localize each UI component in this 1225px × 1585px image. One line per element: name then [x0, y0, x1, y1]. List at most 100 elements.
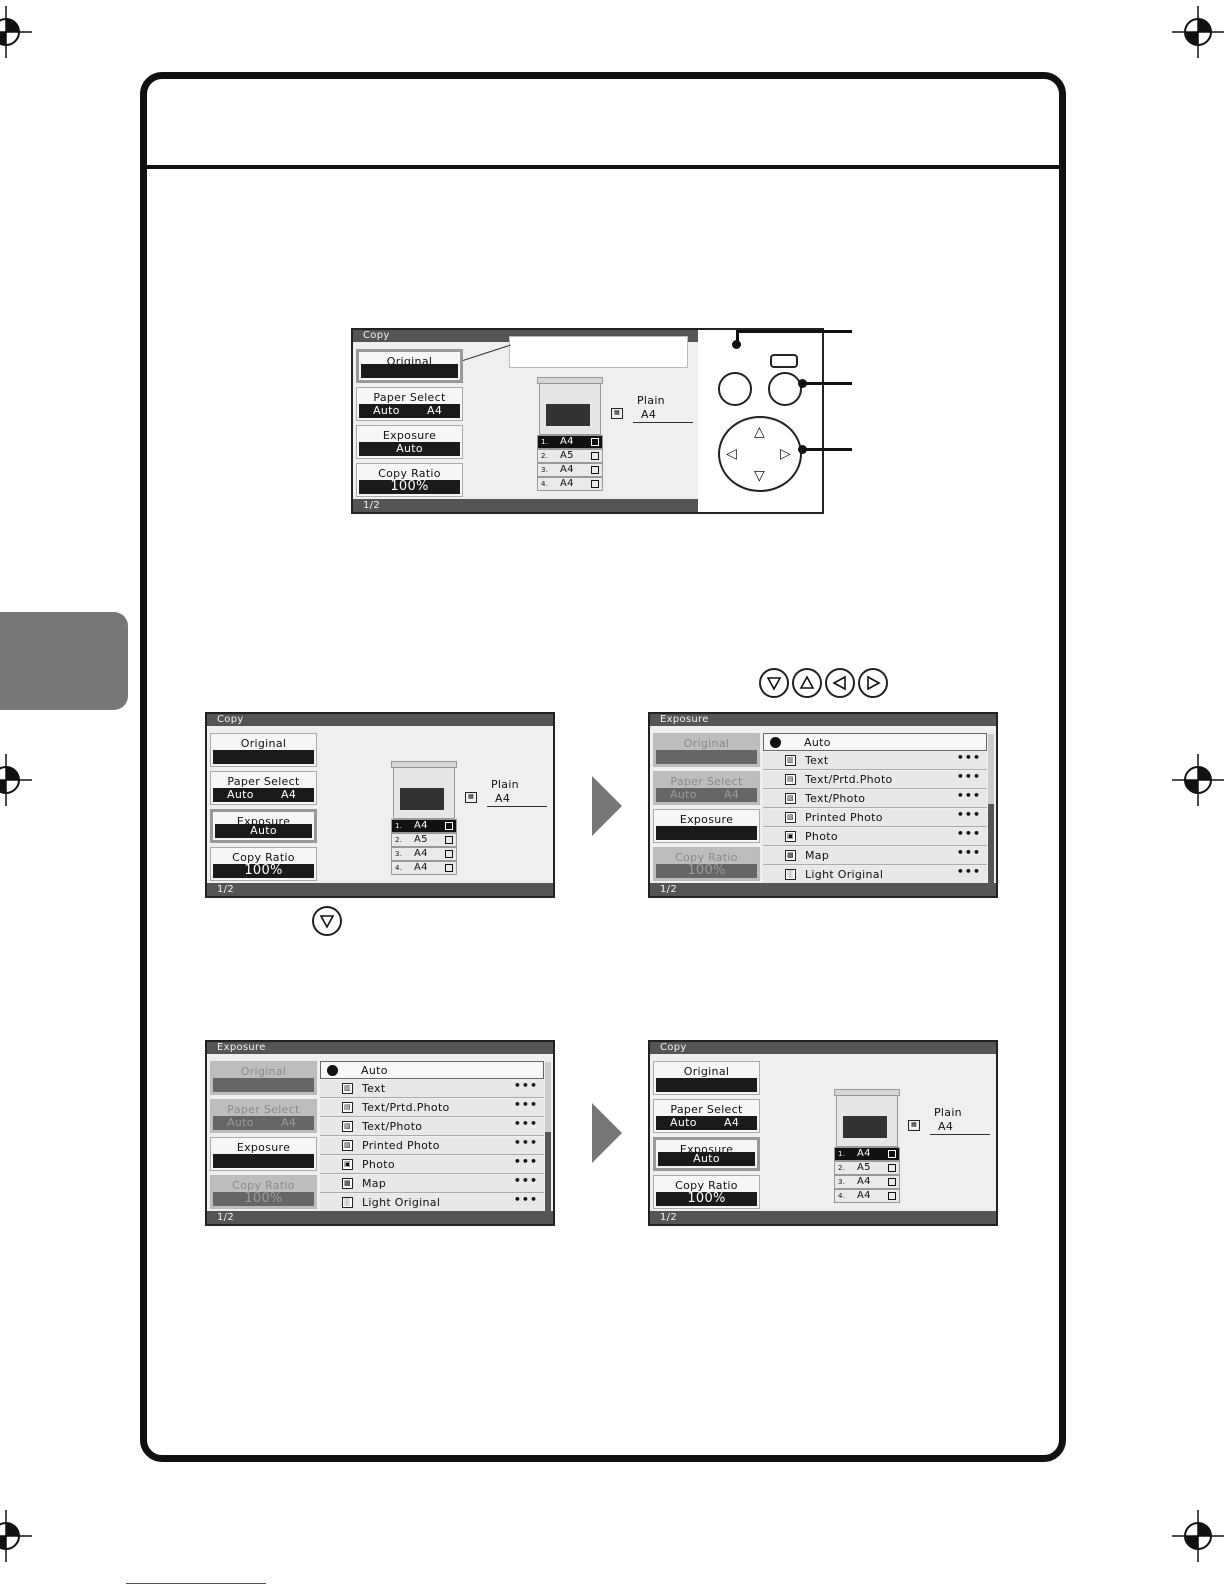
paper-type-indicator: Plain ▦ A4: [611, 394, 699, 426]
paper-tray-icon: ▦: [908, 1120, 920, 1131]
exposure-option-photo[interactable]: ▣Photo•••: [763, 827, 987, 846]
light-original-icon: ░: [342, 1197, 353, 1208]
exposure-option-auto[interactable]: Auto: [763, 733, 987, 751]
lcd-footer: 1/2: [207, 1211, 553, 1224]
tray-4[interactable]: 4.A4: [834, 1189, 900, 1203]
tray-4[interactable]: 4.A4: [537, 477, 603, 491]
text-photo-icon: ▧: [785, 793, 796, 804]
copy-ratio-button[interactable]: Copy Ratio 100%: [653, 1175, 760, 1209]
tray-2[interactable]: 2.A5: [391, 833, 457, 847]
text-prtd-photo-icon: ▤: [785, 774, 796, 785]
lcd-footer: 1/2: [207, 883, 553, 896]
exposure-button[interactable]: Exposure: [653, 809, 760, 843]
lcd-footer: 1/2: [650, 883, 996, 896]
registration-mark-bottom-right: [1172, 1510, 1224, 1562]
arrow-right-icon: ▷: [780, 446, 791, 462]
exposure-option-text-photo[interactable]: ▧Text/Photo•••: [763, 789, 987, 808]
tray-1[interactable]: 1.A4: [391, 819, 457, 833]
tray-3[interactable]: 3.A4: [391, 847, 457, 861]
step-arrow-2: [592, 1103, 622, 1163]
copy-ratio-button[interactable]: Copy Ratio 100%: [210, 847, 317, 881]
exposure-button[interactable]: Exposure: [210, 1137, 317, 1171]
original-value: [361, 364, 458, 378]
registration-mark-bottom-left: [0, 1510, 32, 1562]
tray-2[interactable]: 2.A5: [537, 449, 603, 463]
exposure-option-light-original[interactable]: ░Light Original•••: [763, 865, 987, 884]
photo-icon: ▣: [342, 1159, 353, 1170]
printed-photo-icon: ▨: [342, 1140, 353, 1151]
header-divider: [147, 165, 1059, 169]
scrollbar[interactable]: [545, 1062, 551, 1212]
arrow-keypad[interactable]: △ ▽ ◁ ▷: [718, 416, 802, 492]
operation-panel: △ ▽ ◁ ▷: [698, 328, 824, 514]
exposure-option-printed-photo[interactable]: ▨Printed Photo•••: [320, 1136, 544, 1155]
text-mode-icon: ▥: [342, 1083, 353, 1094]
original-button[interactable]: Original: [210, 1061, 317, 1095]
copier-illustration: 1.A4 2.A5 3.A4 4.A4: [834, 1087, 900, 1207]
copy-ratio-button[interactable]: Copy Ratio 100%: [210, 1175, 317, 1209]
paper-type-indicator: Plain ▦ A4: [465, 778, 553, 810]
tray-4[interactable]: 4.A4: [391, 861, 457, 875]
tray-2[interactable]: 2.A5: [834, 1161, 900, 1175]
text-photo-icon: ▧: [342, 1121, 353, 1132]
printed-photo-icon: ▨: [785, 812, 796, 823]
up-key-icon: [792, 668, 822, 698]
step-arrow-1: [592, 776, 622, 836]
tray-1[interactable]: 1.A4: [834, 1147, 900, 1161]
callout-leader: [462, 344, 511, 361]
exposure-option-text-prtd-photo[interactable]: ▤Text/Prtd.Photo•••: [763, 770, 987, 789]
panel-key-left[interactable]: [718, 372, 752, 406]
exposure-option-light-original[interactable]: ░Light Original•••: [320, 1193, 544, 1212]
tray-3[interactable]: 3.A4: [834, 1175, 900, 1189]
original-button[interactable]: Original: [653, 733, 760, 767]
exposure-button[interactable]: Exposure Auto: [356, 425, 463, 459]
tray-3[interactable]: 3.A4: [537, 463, 603, 477]
exposure-option-photo[interactable]: ▣Photo•••: [320, 1155, 544, 1174]
text-prtd-photo-icon: ▤: [342, 1102, 353, 1113]
exposure-option-text-photo[interactable]: ▧Text/Photo•••: [320, 1117, 544, 1136]
arrow-left-icon: ◁: [726, 446, 737, 462]
down-key-icon: [312, 906, 342, 936]
exposure-option-auto[interactable]: Auto: [320, 1061, 544, 1079]
paper-tray-icon: ▦: [465, 792, 477, 803]
exposure-option-printed-photo[interactable]: ▨Printed Photo•••: [763, 808, 987, 827]
panel-ok-key[interactable]: [768, 372, 802, 406]
exposure-option-text[interactable]: ▥Text•••: [320, 1079, 544, 1098]
exposure-option-map[interactable]: ▩Map•••: [763, 846, 987, 865]
lcd-footer: 1/2: [650, 1211, 996, 1224]
registration-mark-middle-left: [0, 754, 32, 806]
tray-1[interactable]: 1.A4: [537, 435, 603, 449]
exposure-button[interactable]: Exposure Auto: [653, 1137, 760, 1171]
exposure-button[interactable]: Exposure Auto: [210, 809, 317, 843]
copier-illustration: 1.A4 2.A5 3.A4 4.A4: [391, 759, 457, 879]
chapter-tab: [0, 612, 128, 710]
exposure-option-text[interactable]: ▥Text•••: [763, 751, 987, 770]
original-button[interactable]: Original: [356, 349, 463, 383]
scrollbar[interactable]: [988, 734, 994, 884]
registration-mark-top-left: [0, 6, 32, 58]
exposure-option-map[interactable]: ▩Map•••: [320, 1174, 544, 1193]
copy-ratio-button[interactable]: Copy Ratio 100%: [653, 847, 760, 881]
callout-dot-1: [732, 340, 741, 349]
original-button[interactable]: Original: [653, 1061, 760, 1095]
panel-divider: [822, 338, 824, 508]
paper-tray-icon: ▦: [611, 408, 623, 419]
original-button[interactable]: Original: [210, 733, 317, 767]
callout-box: [509, 336, 688, 368]
exposure-label: Exposure: [382, 429, 437, 442]
exposure-value: Auto: [359, 442, 460, 456]
panel-small-key[interactable]: [770, 354, 798, 368]
bottom-link-underline: [126, 1583, 266, 1584]
copy-ratio-button[interactable]: Copy Ratio 100%: [356, 463, 463, 497]
exposure-option-text-prtd-photo[interactable]: ▤Text/Prtd.Photo•••: [320, 1098, 544, 1117]
copier-illustration: 1.A4 2.A5 3.A4 4.A4: [537, 375, 603, 495]
